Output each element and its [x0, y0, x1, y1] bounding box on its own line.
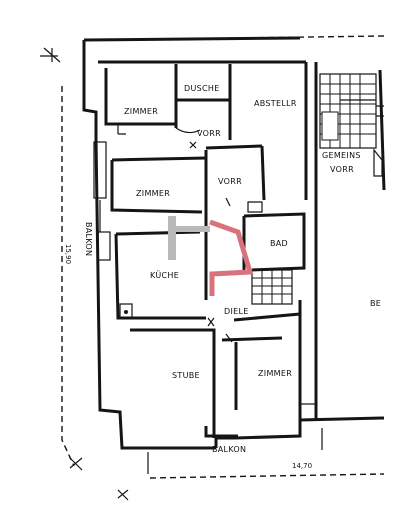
interior-walls — [104, 64, 306, 438]
door-marks — [117, 124, 316, 405]
room-label-balkon-bottom: BALKON — [212, 445, 246, 454]
room-label-zimmer-1: ZIMMER — [124, 107, 158, 116]
stairwell — [319, 73, 384, 177]
room-label-stube: STUBE — [172, 371, 200, 380]
exterior-walls — [82, 36, 386, 450]
room-label-vorr-2: VORR — [218, 177, 242, 186]
room-label-bad: BAD — [270, 239, 288, 248]
room-label-dusche: DUSCHE — [184, 84, 220, 93]
stair-hatch — [251, 269, 293, 305]
balkon-left-structure — [93, 141, 111, 261]
room-label-zimmer-3: ZIMMER — [258, 369, 292, 378]
room-label-diele: DIELE — [224, 307, 249, 316]
dimension-left: 15,90 — [64, 244, 72, 264]
room-label-vorr-1: VORR — [197, 129, 221, 138]
room-label-abstellr: ABSTELLR — [254, 99, 297, 108]
room-label-zimmer-2: ZIMMER — [136, 189, 170, 198]
room-label-kueche: KÜCHE — [150, 270, 179, 280]
highlight-red — [209, 219, 254, 296]
dimension-labels: 15,90 14,70 — [64, 244, 312, 470]
room-label-gemeins: GEMEINS — [322, 151, 361, 160]
room-labels: ZIMMER DUSCHE VORR ABSTELLR GEMEINS VORR… — [84, 84, 381, 454]
room-label-be: BE — [370, 299, 381, 308]
highlight-gray — [168, 216, 210, 260]
room-label-gemeins-vorr: VORR — [330, 165, 354, 174]
balkon-bottom-structure — [147, 426, 323, 474]
room-label-balkon-left: BALKON — [84, 222, 93, 256]
dimension-bottom: 14,70 — [292, 462, 312, 470]
outer-boundary — [40, 35, 385, 501]
